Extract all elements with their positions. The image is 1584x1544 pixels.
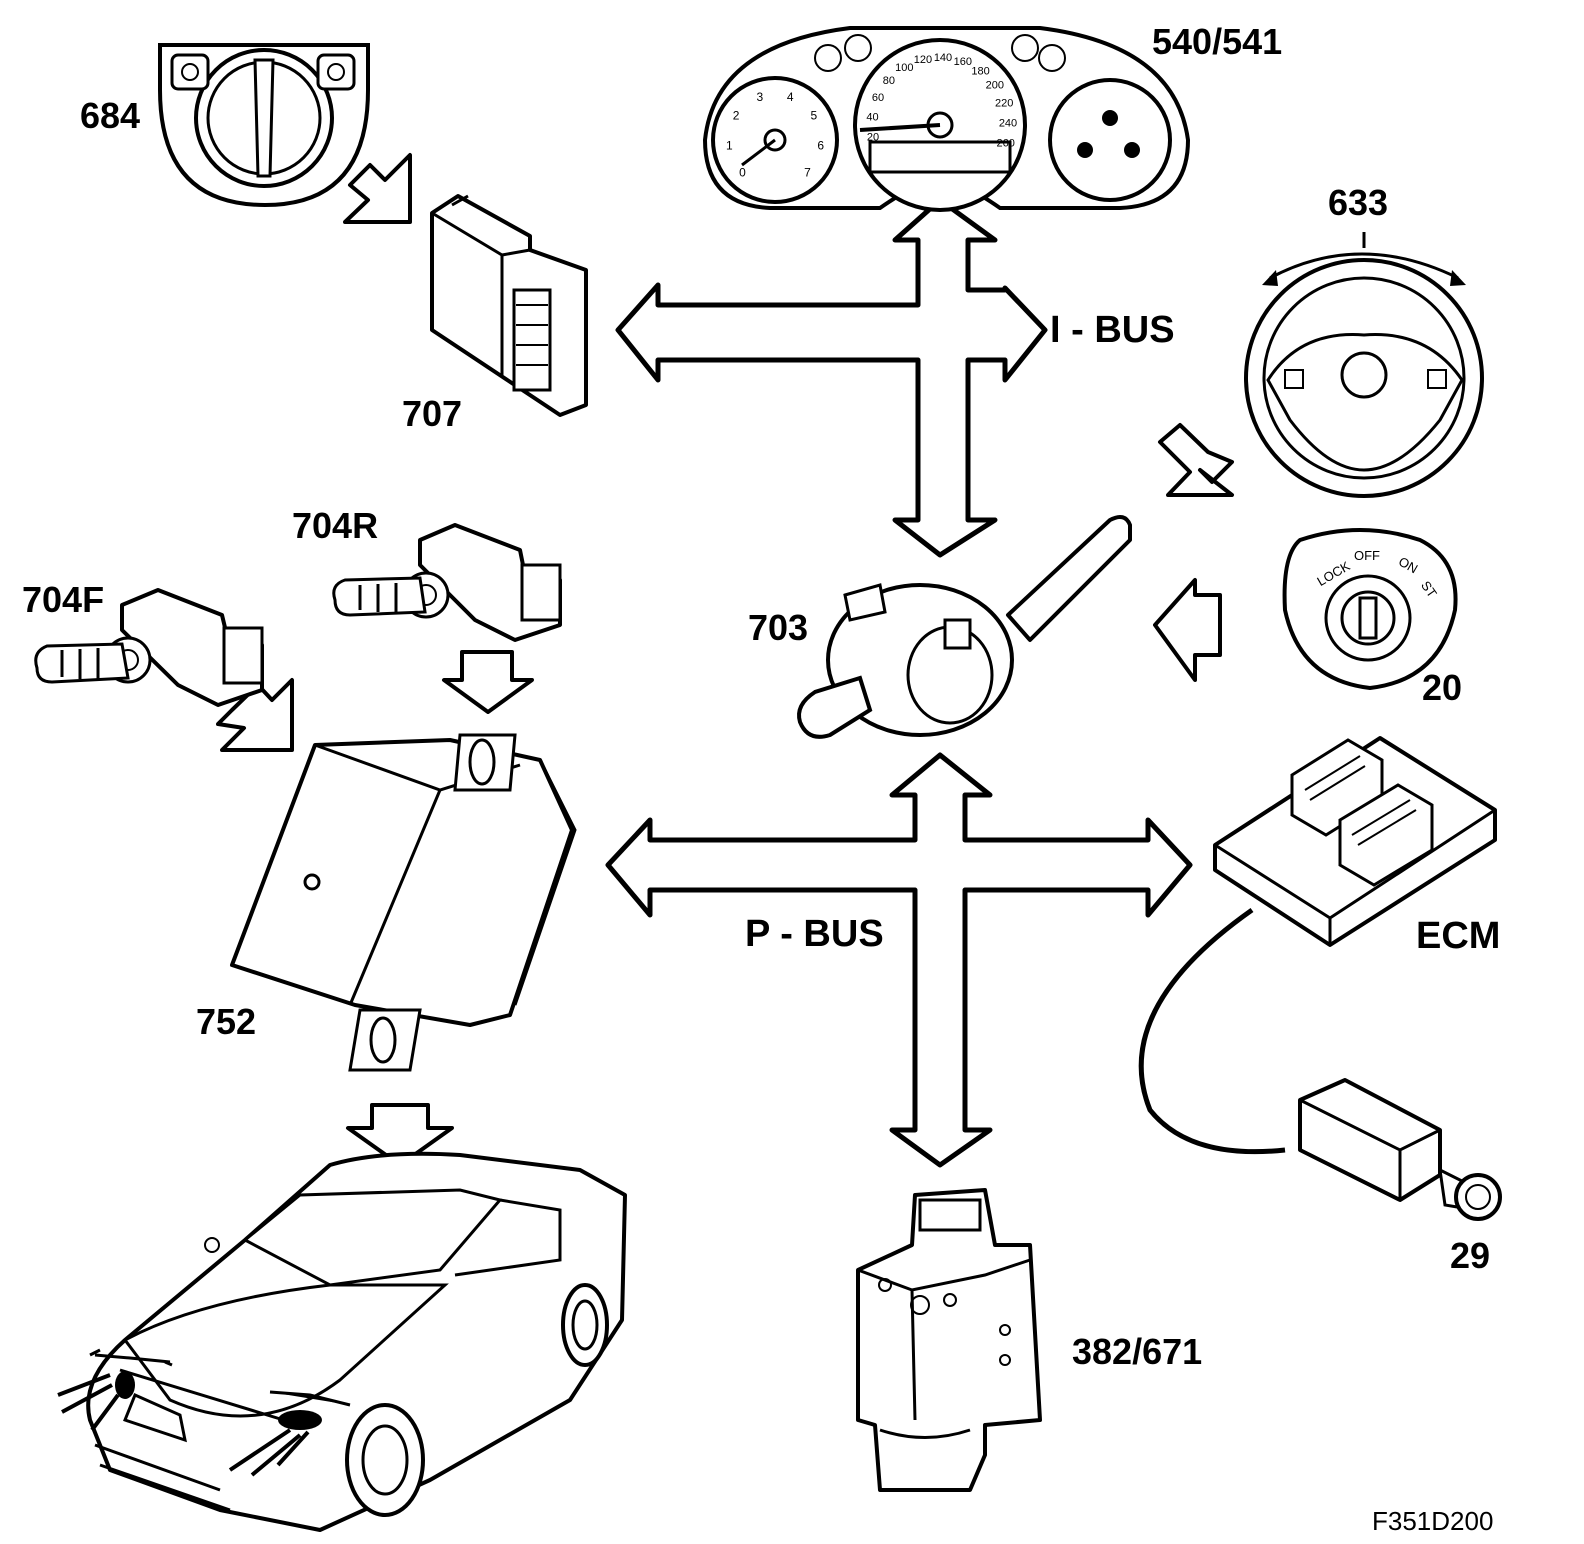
label-p-bus: P - BUS [745,913,884,955]
speed-tick-label: 160 [954,56,972,68]
speed-tick-label: 60 [872,92,884,104]
label-540-541: 540/541 [1152,21,1282,62]
label-633: 633 [1328,182,1388,223]
signal-arrow-20-to-703 [1153,578,1222,682]
rpm-tick-label: 4 [787,90,794,104]
label-382-671: 382/671 [1072,1331,1202,1372]
rpm-tick-label: 3 [756,90,763,104]
label-703: 703 [748,607,808,648]
brake-switch-cable [1138,907,1286,1155]
ibus-arrow [615,197,1048,558]
speed-tick-label: 80 [883,75,895,87]
label-29: 29 [1450,1235,1490,1276]
front-level-sensor-704f [34,588,264,707]
speed-tick-label: 100 [895,62,913,74]
vehicle-illustration [57,1151,627,1532]
figure-reference: F351D200 [1372,1506,1493,1536]
speed-tick-label: 20 [867,132,879,144]
ignition-switch-20 [1282,528,1458,691]
speed-tick-label: 140 [934,52,952,64]
light-switch-684 [158,43,370,208]
label-i-bus: I - BUS [1050,309,1175,351]
rpm-tick-label: 6 [817,138,824,152]
pbus-arrow [605,752,1193,1168]
label-ecm: ECM [1416,915,1500,957]
label-752: 752 [196,1001,256,1042]
signal-arrow-684-to-707 [343,153,412,224]
abs-esp-unit-382-671 [856,1188,1042,1492]
rpm-tick-label: 1 [726,138,733,152]
label-704f: 704F [22,579,104,620]
engine-control-module [1213,736,1497,947]
headlamp-control-module-752 [230,733,577,1072]
brake-pedal-switch-29 [1298,1078,1502,1221]
speed-tick-label: 260 [997,137,1015,149]
label-20: 20 [1422,667,1462,708]
rpm-tick-label: 0 [739,166,746,180]
light-control-module-707 [430,194,588,417]
signal-arrow-633-to-703 [1158,423,1234,497]
rpm-tick-label: 2 [733,109,740,123]
speed-tick-label: 120 [914,54,932,66]
steering-column-module-703 [797,514,1132,739]
speed-tick-label: 240 [999,117,1017,129]
speed-tick-label: 220 [995,98,1013,110]
signal-arrow-704r-to-752 [442,650,534,714]
signal-arrow-752-to-car [346,1103,454,1167]
label-684: 684 [80,95,140,136]
steering-wheel-633 [1244,232,1484,498]
rpm-tick-label: 7 [804,166,811,180]
rear-level-sensor-704r [332,523,562,642]
rpm-tick-label: 5 [811,109,818,123]
speed-tick-label: 180 [971,65,989,77]
ignition-off-marking: OFF [1354,548,1380,563]
label-707: 707 [402,393,462,434]
rpm-scale: 01 2 3 4 5 67 [726,90,824,180]
speed-tick-label: 200 [986,80,1004,92]
label-704r: 704R [292,505,378,546]
speed-tick-label: 40 [866,112,878,124]
